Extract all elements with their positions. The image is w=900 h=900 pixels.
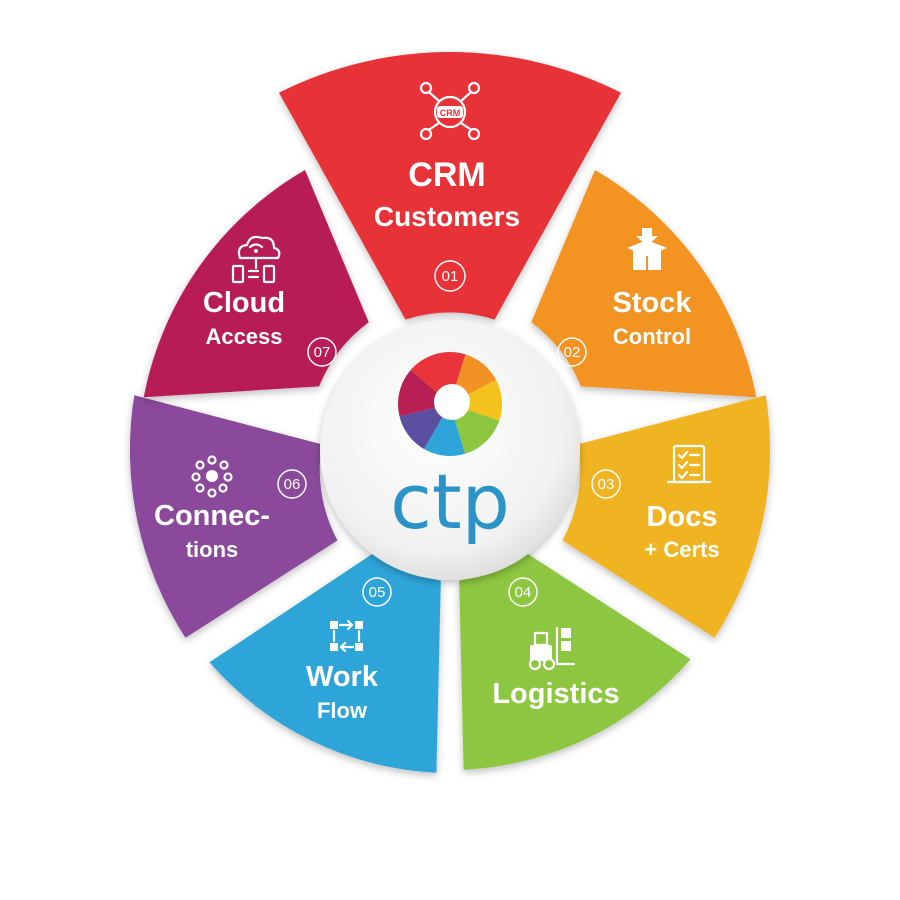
segment-stock-title: Stock — [613, 287, 693, 319]
segment-cloud-title: Cloud — [203, 287, 285, 319]
cloud-devices-icon — [231, 235, 281, 284]
segment-docs-certs[interactable]: Docs + Certs 03 — [562, 395, 771, 638]
segment-crm-number-badge — [434, 260, 466, 292]
segment-connections-subtitle: tions — [186, 537, 239, 562]
segment-docs-number: 03 — [598, 476, 615, 493]
segment-logistics-number-badge — [508, 577, 538, 607]
segment-logistics-title: Logistics — [492, 678, 619, 710]
segment-crm-shape — [279, 52, 621, 320]
segment-cloud-access[interactable]: Cloud Access 07 — [143, 170, 369, 398]
svg-text:CRM: CRM — [440, 108, 461, 118]
segment-crm-number: 01 — [442, 268, 459, 285]
segment-stock-subtitle: Control — [613, 324, 691, 349]
segment-connections-number-badge — [277, 469, 307, 499]
segment-cloud-number: 07 — [314, 344, 331, 361]
segment-stock-number: 02 — [564, 344, 581, 361]
segment-crm-title: CRM — [408, 156, 485, 194]
segment-crm[interactable]: CRM CRM Customers 01 — [279, 52, 621, 320]
segment-crm-subtitle: Customers — [374, 201, 520, 232]
workflow-icon — [330, 619, 363, 653]
segment-stock-shape — [531, 170, 757, 398]
segment-connections-number: 06 — [284, 476, 301, 493]
segment-cloud-number-badge — [307, 337, 337, 367]
segment-cloud-subtitle: Access — [205, 324, 282, 349]
connections-hub-icon — [191, 455, 233, 498]
segment-docs-subtitle: + Certs — [644, 537, 719, 562]
segment-workflow-subtitle: Flow — [317, 698, 368, 723]
segment-workflow-shape — [209, 550, 441, 773]
crm-network-icon: CRM — [419, 81, 481, 141]
segment-logistics-number: 04 — [515, 584, 532, 601]
segment-workflow-title: Work — [306, 661, 379, 693]
segment-workflow[interactable]: Work Flow 05 — [209, 550, 441, 773]
segment-stock-number-badge — [557, 337, 587, 367]
forklift-icon — [528, 626, 576, 671]
segment-workflow-number-badge — [362, 577, 392, 607]
segment-workflow-number: 05 — [369, 584, 386, 601]
segment-cloud-shape — [143, 170, 369, 398]
segment-connections-shape — [129, 395, 338, 638]
segment-docs-shape — [562, 395, 771, 638]
segment-connections[interactable]: Connec- tions 06 — [129, 395, 338, 638]
ctp-logo-text: ctp — [390, 457, 510, 546]
segment-docs-title: Docs — [647, 501, 718, 533]
center-hub: ctp — [320, 320, 580, 580]
document-checklist-icon — [666, 444, 712, 484]
segment-docs-number-badge — [591, 469, 621, 499]
segment-stock-control[interactable]: Stock Control 02 — [531, 170, 757, 398]
segment-logistics[interactable]: Logistics 04 — [459, 550, 691, 770]
box-download-icon — [627, 228, 667, 270]
segment-connections-title: Connec- — [154, 500, 270, 532]
